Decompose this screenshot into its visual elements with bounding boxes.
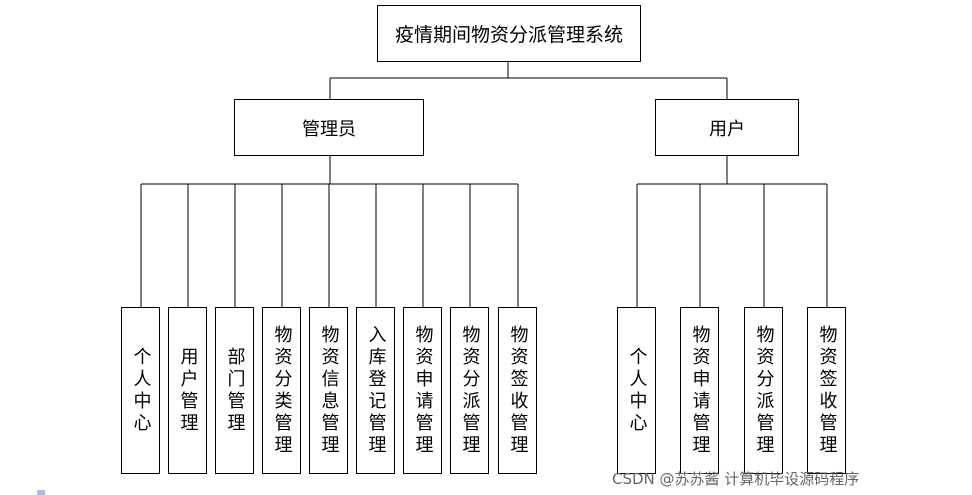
user-leaf-personal-center: 个人中心: [617, 307, 656, 474]
admin-leaf-user-management: 用户管理: [168, 307, 207, 474]
admin-leaf-dispatch-management: 物资分派管理: [450, 307, 489, 474]
user-leaf-dispatch-management: 物资分派管理: [744, 307, 783, 474]
user-node: 用户: [655, 99, 799, 156]
leaf-label: 物资分派管理: [753, 324, 775, 457]
leaf-label: 物资申请管理: [412, 324, 434, 457]
admin-leaf-material-info-management: 物资信息管理: [309, 307, 348, 474]
admin-leaf-receipt-management: 物资签收管理: [498, 307, 537, 474]
leaf-label: 用户管理: [177, 346, 199, 435]
admin-node-label: 管理员: [302, 118, 356, 140]
user-leaf-receipt-management: 物资签收管理: [807, 307, 846, 474]
root-node-label: 疫情期间物资分派管理系统: [394, 24, 623, 46]
leaf-label: 物资分类管理: [271, 324, 293, 457]
admin-leaf-department-management: 部门管理: [215, 307, 254, 474]
leaf-label: 物资申请管理: [689, 324, 711, 457]
leaf-label: 个人中心: [626, 346, 648, 435]
admin-leaf-personal-center: 个人中心: [121, 307, 160, 474]
corner-mark: [37, 490, 45, 495]
admin-leaf-application-management: 物资申请管理: [403, 307, 442, 474]
user-node-label: 用户: [709, 118, 745, 140]
root-node: 疫情期间物资分派管理系统: [377, 5, 641, 62]
leaf-label: 物资签收管理: [816, 324, 838, 457]
admin-node: 管理员: [234, 99, 424, 156]
leaf-label: 物资信息管理: [318, 324, 340, 457]
leaf-label: 入库登记管理: [365, 324, 387, 457]
leaf-label: 物资签收管理: [507, 324, 529, 457]
leaf-label: 个人中心: [130, 346, 152, 435]
user-leaf-application-management: 物资申请管理: [680, 307, 719, 474]
admin-leaf-stock-in-management: 入库登记管理: [356, 307, 395, 474]
watermark-text: CSDN @苏苏酱 计算机毕设源码程序: [612, 470, 860, 488]
admin-leaf-category-management: 物资分类管理: [262, 307, 301, 474]
leaf-label: 物资分派管理: [459, 324, 481, 457]
leaf-label: 部门管理: [224, 346, 246, 435]
